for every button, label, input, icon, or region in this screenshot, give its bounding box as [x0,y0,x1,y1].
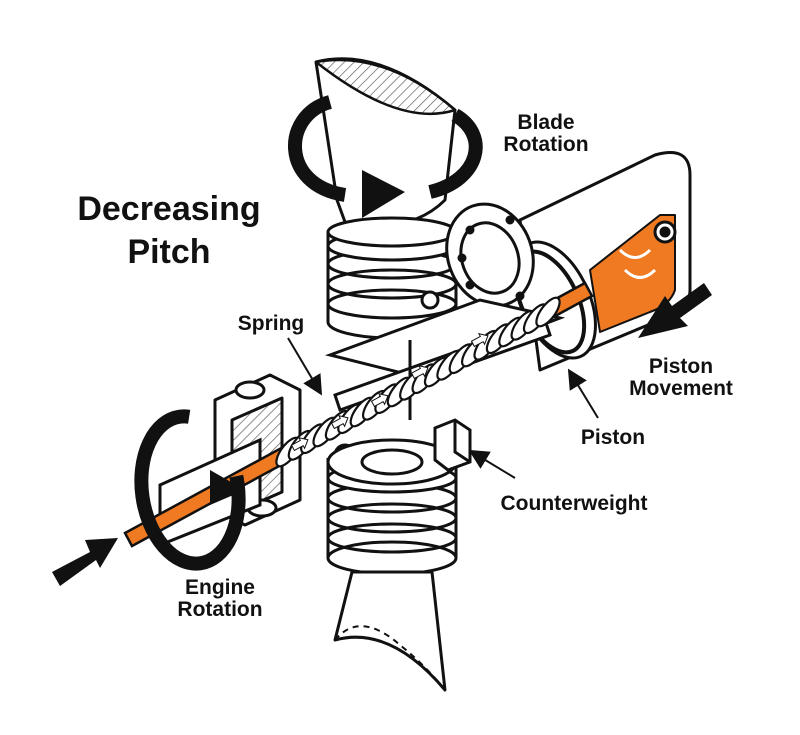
engine-rotation-line-2: Rotation [177,598,263,622]
upper-blade [314,57,457,228]
piston-movement-label: Piston Movement [606,355,756,401]
piston-movement-line-2: Movement [629,377,733,401]
label-pointers [287,337,599,479]
blade-rotation-line-2: Rotation [503,133,589,157]
engine-rotation-arrow [134,409,246,571]
flange [445,202,535,308]
blade-rotation-label: Blade Rotation [486,111,606,157]
piston-movement-line-1: Piston [648,355,714,378]
upper-blade-shank [326,216,458,340]
blade-rotation-arrow [288,95,483,218]
rod-flow-arrow [290,437,309,452]
rod-flow-arrow [330,415,349,430]
title-line-2: Pitch [127,232,211,271]
piston-label: Piston [580,426,646,449]
rod-flow-arrow [370,393,389,408]
spring-coil [535,296,561,328]
rod-flow-arrow [410,365,429,380]
engine-rotation-label: Engine Rotation [160,576,280,622]
counterweight-label: Counterweight [500,492,648,515]
piston-cylinder [513,151,692,372]
input-push-arrow [52,538,118,586]
title-line-1: Decreasing [77,190,261,228]
engine-rotation-line-1: Engine [184,576,255,599]
diagram-title: Decreasing Pitch [54,188,284,273]
spring-label: Spring [237,312,305,335]
spring [275,296,561,468]
lower-blade [326,438,458,692]
rod-flow-arrows [290,333,489,452]
piston-movement-arrow [638,283,712,338]
blade-rotation-line-1: Blade [517,111,575,134]
rod-flow-arrow [470,333,489,348]
counterweight [433,418,472,472]
